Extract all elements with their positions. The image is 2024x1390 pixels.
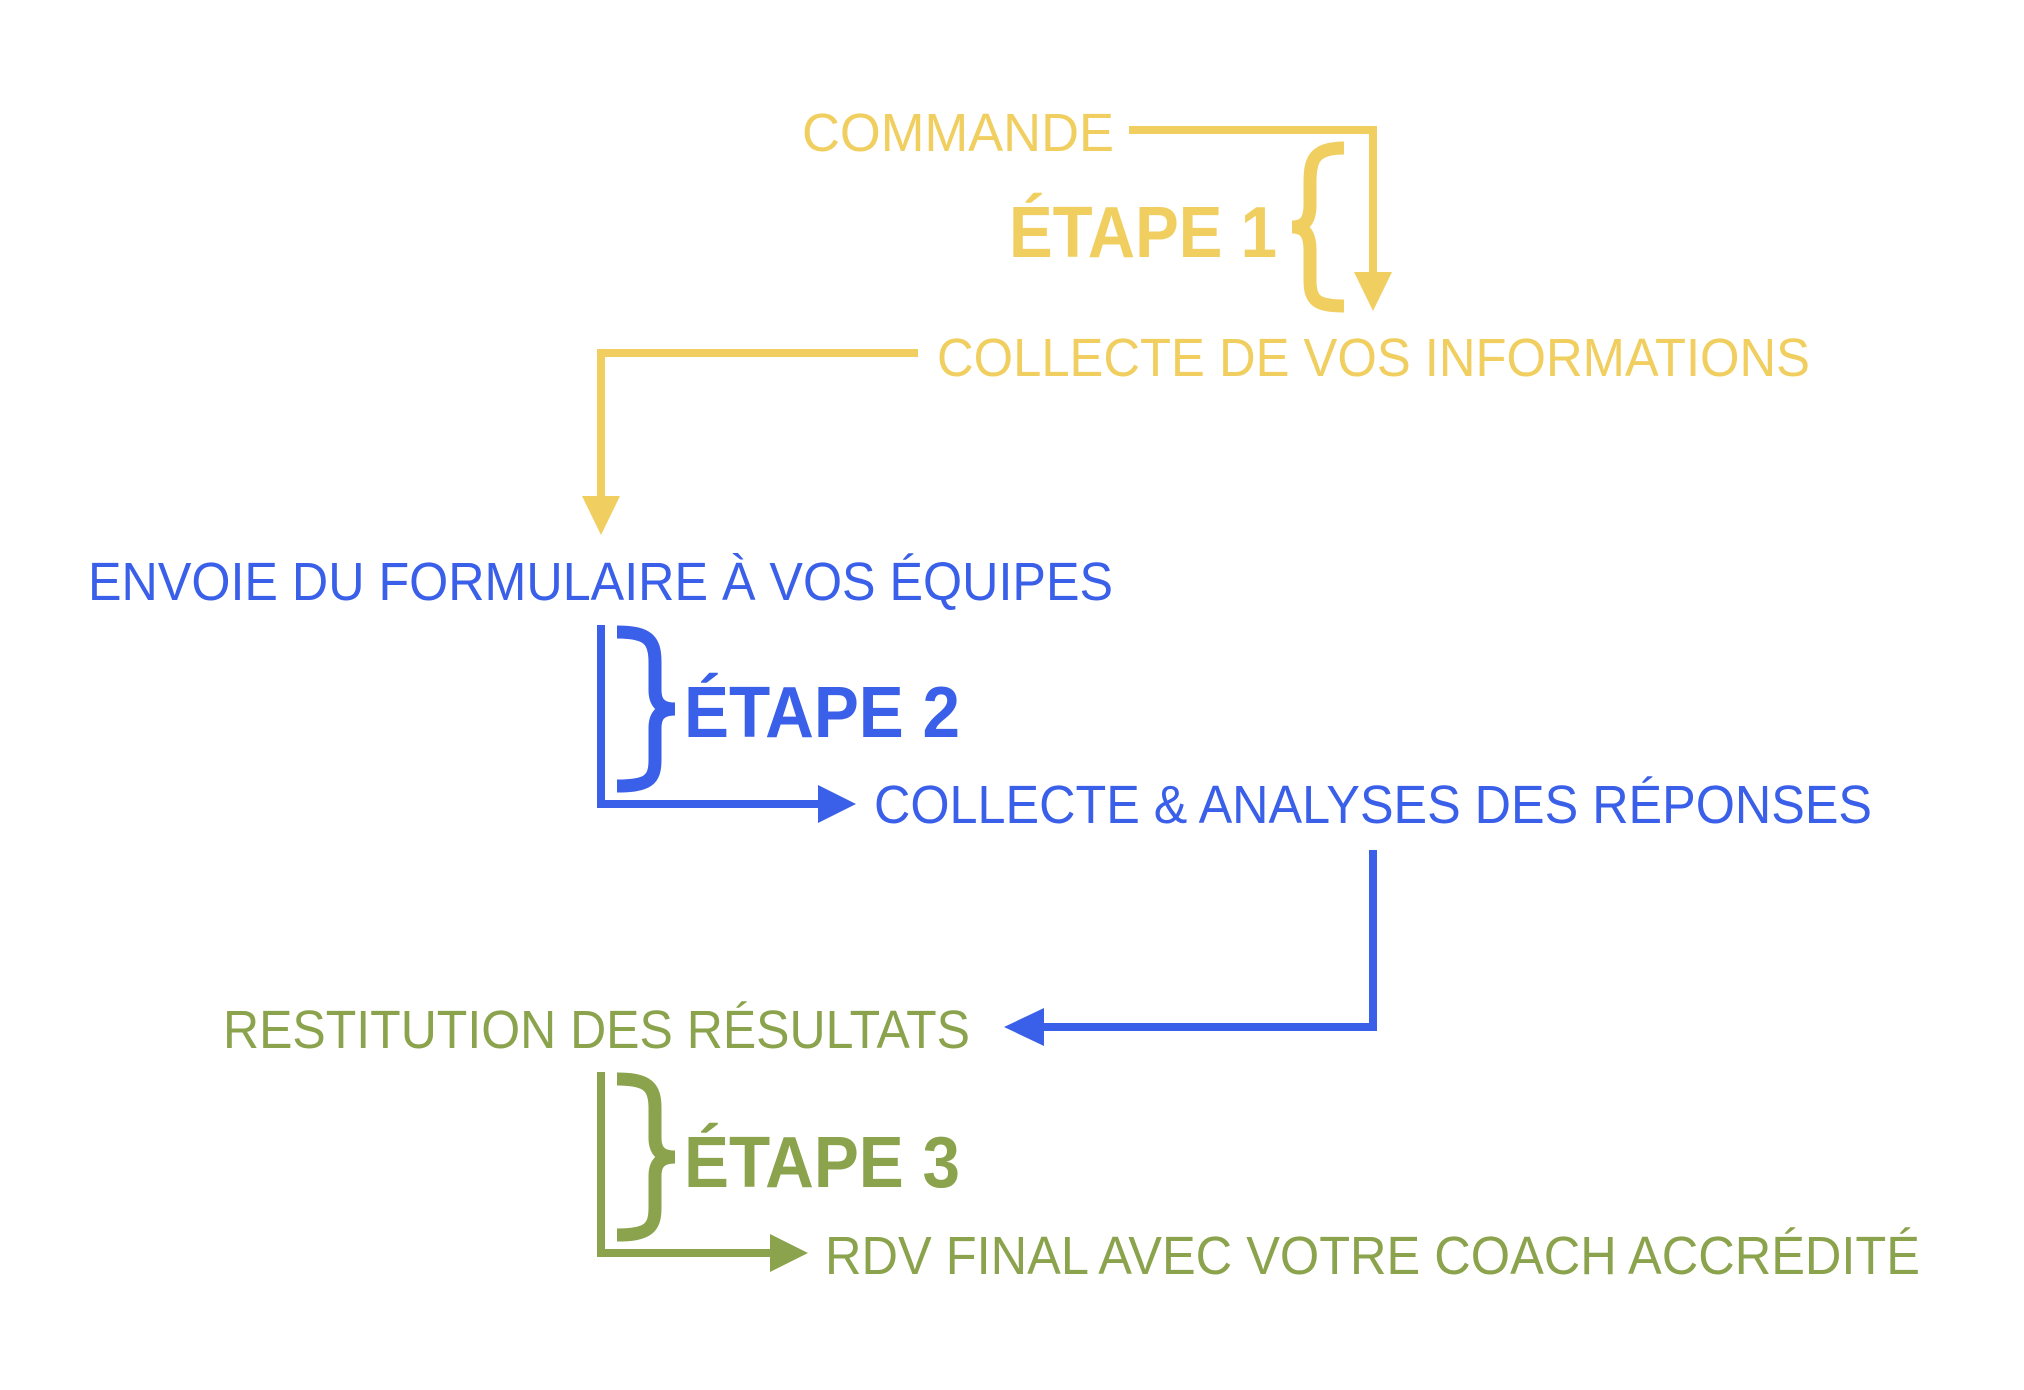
step-envoi-formulaire: ENVOIE DU FORMULAIRE À VOS ÉQUIPES [88,552,1113,612]
arrow-collecte-to-envoi [597,349,918,500]
arrowhead-left-icon [1004,1008,1044,1046]
stage-3: RESTITUTION DES RÉSULTATS ÉTAPE 3 RDV FI… [223,1000,1920,1286]
arrowhead-right-icon [818,785,856,823]
stage-2: ENVOIE DU FORMULAIRE À VOS ÉQUIPES ÉTAPE… [88,552,1872,1046]
step-restitution: RESTITUTION DES RÉSULTATS [223,1000,970,1060]
left-brace-icon [1291,141,1345,313]
arrow-envoi-to-analyse [597,625,822,808]
arrowhead-down-icon [582,496,620,535]
arrow-analyse-to-restitution [1040,850,1377,1031]
arrow-commande-to-collecte [1129,126,1377,275]
step-collecte-informations: COLLECTE DE VOS INFORMATIONS [937,328,1810,388]
arrowhead-right-icon [770,1234,808,1272]
step-commande: COMMANDE [802,103,1114,163]
arrow-restitution-to-rdv [597,1072,775,1257]
right-brace-icon [616,1072,676,1242]
stage-3-label: ÉTAPE 3 [684,1123,960,1203]
step-collecte-analyses: COLLECTE & ANALYSES DES RÉPONSES [874,775,1872,835]
right-brace-icon [616,625,676,793]
arrowhead-down-icon [1354,272,1392,311]
stage-1-label: ÉTAPE 1 [1009,193,1277,273]
step-rdv-final: RDV FINAL AVEC VOTRE COACH ACCRÉDITÉ [825,1226,1920,1286]
stage-2-label: ÉTAPE 2 [684,673,960,753]
stage-1: COMMANDE ÉTAPE 1 COLLECTE DE VOS INFORMA… [582,103,1810,535]
